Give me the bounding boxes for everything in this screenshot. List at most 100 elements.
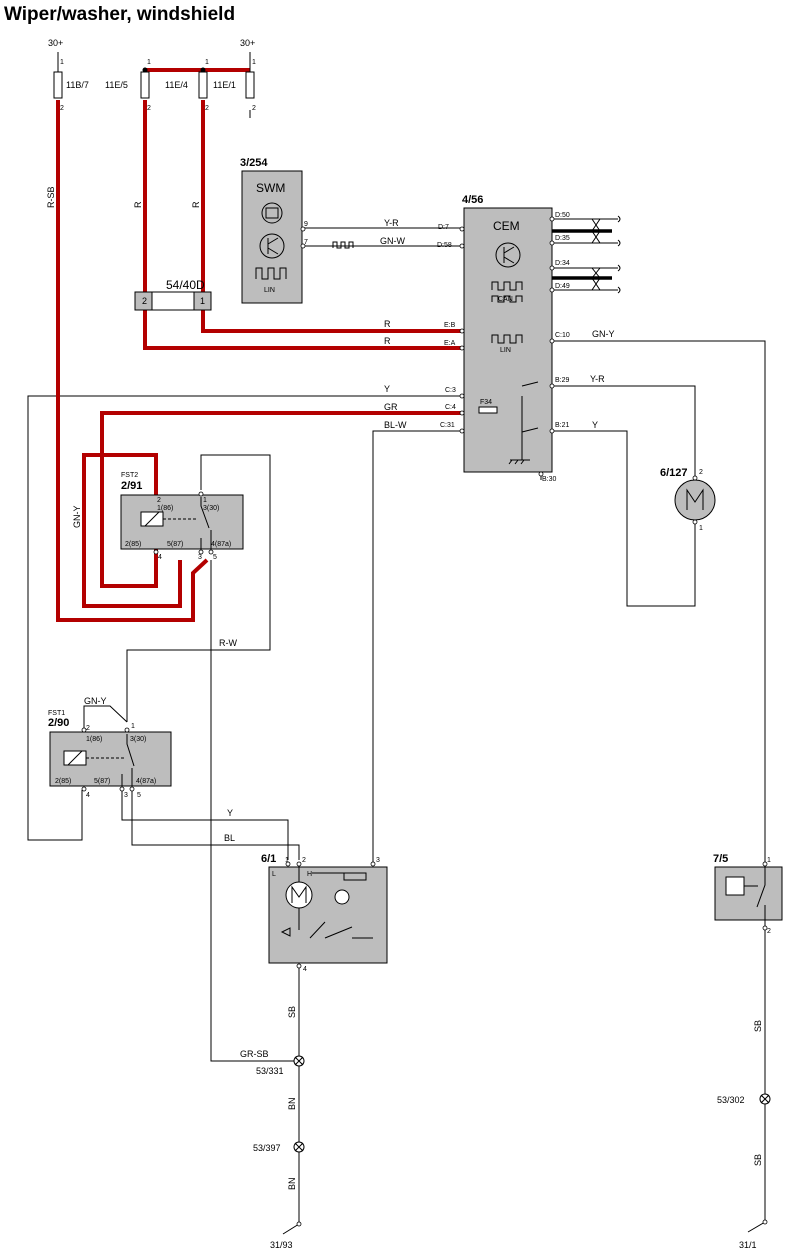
svg-text:R-W: R-W [219,638,237,648]
svg-text:1: 1 [131,723,135,730]
ground-points: 53/331 53/397 53/302 31/93 31/1 [253,1055,771,1250]
wire-color-labels: Y-R GN-W R R Y GR BL-W GN-Y Y-R Y R-W GN… [46,186,763,1190]
svg-text:R: R [384,319,391,329]
motor-icon [686,488,704,510]
svg-text:BN: BN [287,1177,297,1190]
svg-text:4: 4 [158,554,162,561]
svg-text:R: R [133,201,143,208]
svg-text:6/1: 6/1 [261,853,276,865]
svg-text:1(86): 1(86) [86,736,102,743]
cem-module: 4/56 CEM CAN LIN F34 D:7 D:58 E:B E:A C:… [437,194,570,483]
svg-text:Y: Y [227,808,233,818]
svg-text:E:B: E:B [444,322,456,329]
svg-text:2: 2 [86,725,90,732]
svg-text:2: 2 [205,105,209,112]
svg-text:R: R [191,201,201,208]
svg-text:1: 1 [203,497,207,504]
connector-54-40d: 2 1 54/40D [134,278,212,311]
svg-text:Y: Y [384,384,390,394]
svg-text:F34: F34 [480,399,492,406]
svg-text:L: L [272,871,276,878]
svg-text:GN-Y: GN-Y [592,329,615,339]
swm-id: 3/254 [240,157,268,169]
svg-text:BN: BN [287,1097,297,1110]
washer-icon [725,876,745,896]
svg-text:1: 1 [147,59,151,66]
wiper-motor: 6/1 L H 1 2 3 4 [261,853,388,973]
svg-text:7/5: 7/5 [713,853,728,865]
svg-text:2(85): 2(85) [125,541,141,548]
svg-text:5(87): 5(87) [94,778,110,785]
svg-text:LIN: LIN [264,287,275,294]
svg-text:Y-R: Y-R [384,218,399,228]
diagram-title: Wiper/washer, windshield [4,4,235,25]
fuse-11e1-label: 11E/1 [213,80,236,90]
fuse-11e4 [198,71,208,99]
fuse-11e5-label: 11E/5 [105,80,128,90]
svg-text:1: 1 [205,59,209,66]
svg-text:1(86): 1(86) [157,505,173,512]
svg-text:Y: Y [592,420,598,430]
svg-text:7: 7 [304,239,308,246]
fuse-11e5 [140,71,150,99]
svg-text:GN-Y: GN-Y [72,506,82,529]
svg-text:5: 5 [137,792,141,799]
svg-text:2/91: 2/91 [121,480,142,492]
fuse-11e1 [245,71,255,99]
svg-text:D:58: D:58 [437,242,452,249]
relay-fst1: FST1 2/90 2 1 1(86) 3(30) 2(85) 5(87) 4(… [48,710,172,799]
svg-text:C:4: C:4 [445,404,456,411]
svg-text:FST2: FST2 [121,472,138,479]
svg-text:2: 2 [252,105,256,112]
svg-text:FST1: FST1 [48,710,65,717]
svg-text:1: 1 [252,59,256,66]
supply-left-label: 30+ [48,38,63,48]
svg-text:R: R [384,336,391,346]
swm-name: SWM [256,181,285,195]
svg-text:B:30: B:30 [542,476,557,483]
svg-text:6/127: 6/127 [660,467,688,479]
svg-text:B:21: B:21 [555,422,570,429]
svg-text:SB: SB [753,1154,763,1166]
svg-text:5: 5 [213,554,217,561]
pin-dots [81,216,768,1227]
svg-text:4(87a): 4(87a) [211,541,231,548]
svg-text:4: 4 [86,792,90,799]
svg-text:SB: SB [753,1020,763,1032]
svg-text:53/397: 53/397 [253,1143,281,1153]
svg-text:GN-W: GN-W [380,236,405,246]
cem-id: 4/56 [462,194,483,206]
fuse-f34 [478,406,498,414]
svg-text:2: 2 [147,105,151,112]
supply-right-label: 30+ [240,38,255,48]
signal-wires [27,100,766,1235]
cem-name: CEM [493,219,520,233]
svg-text:2: 2 [60,105,64,112]
svg-text:2/90: 2/90 [48,717,69,729]
svg-text:R-SB: R-SB [46,186,56,208]
svg-text:2: 2 [699,469,703,476]
svg-text:2: 2 [142,296,147,306]
svg-text:31/93: 31/93 [270,1240,293,1250]
svg-text:D:35: D:35 [555,235,570,242]
svg-text:9: 9 [304,221,308,228]
steering-wheel-icon [261,202,283,224]
svg-text:D:34: D:34 [555,260,570,267]
svg-text:1: 1 [200,296,205,306]
svg-text:5(87): 5(87) [167,541,183,548]
svg-text:E:A: E:A [444,340,456,347]
swm-module: 3/254 SWM LIN 9 7 [240,157,354,304]
svg-text:CAN: CAN [498,296,513,303]
svg-text:H: H [307,871,312,878]
svg-text:GR-SB: GR-SB [240,1049,269,1059]
svg-text:1: 1 [60,59,64,66]
svg-text:Y-R: Y-R [590,374,605,384]
power-wires [56,68,522,622]
washer-pump-motor: 6/127 2 1 [660,467,716,532]
svg-text:1: 1 [699,525,703,532]
wiper-motor-icon [285,881,313,909]
fuse-11b7 [53,71,63,99]
svg-text:4(87a): 4(87a) [136,778,156,785]
svg-text:4: 4 [303,966,307,973]
